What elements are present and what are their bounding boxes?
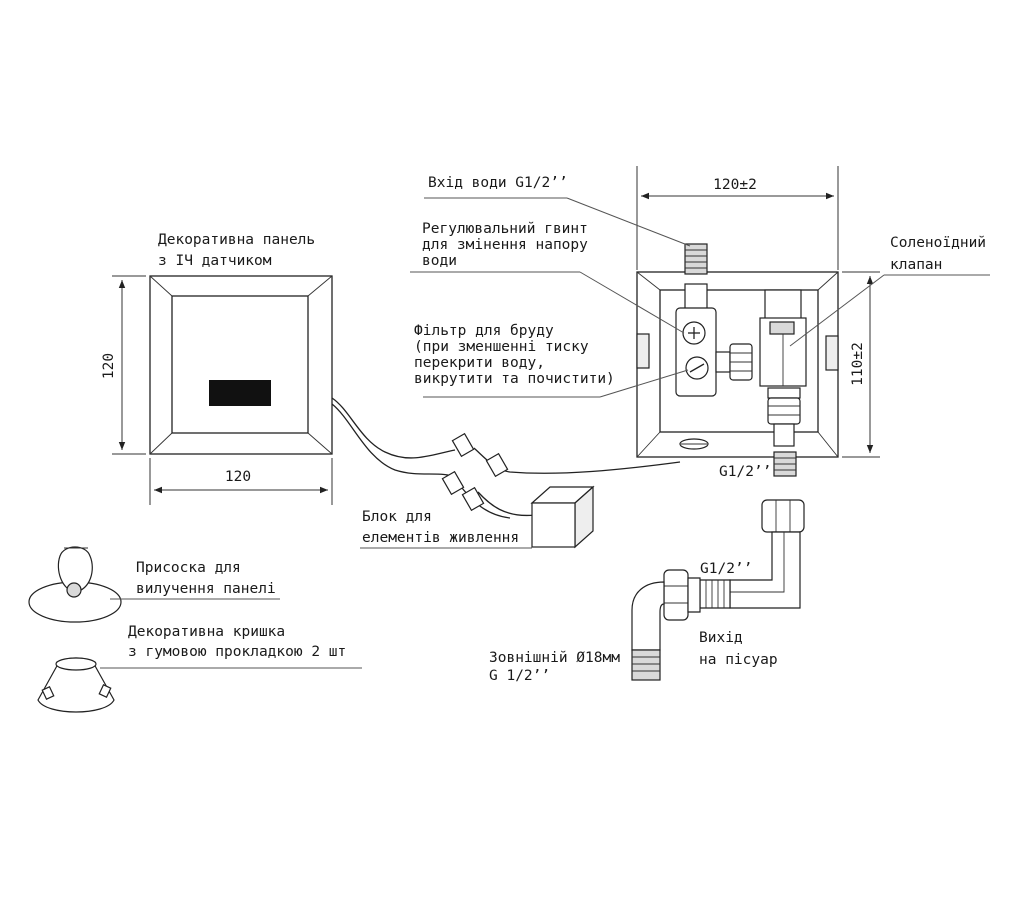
panel-height-label: 120	[101, 353, 117, 379]
solenoid-valve	[759, 289, 807, 447]
panel-label-line2: з ІЧ датчиком	[158, 253, 272, 269]
panel-width-dimension: 120	[149, 458, 333, 505]
panel-label-line1: Декоративна панель	[158, 232, 315, 248]
cap-label-line2: з гумовою прокладкою 2 шт	[128, 644, 346, 660]
panel-width-label: 120	[225, 469, 251, 485]
suction-label-line1: Присоска для	[136, 560, 241, 576]
box-height-label: 110±2	[850, 342, 866, 386]
wire-connector-1	[451, 432, 475, 458]
solenoid-label-line1: Соленоїдний	[890, 235, 986, 251]
battery-label-line1: Блок для	[362, 509, 432, 525]
outlet-label-line1: Вихід	[699, 630, 743, 646]
elbow-thread-label: G1/2’’	[700, 561, 752, 577]
cap-label-line1: Декоративна кришка	[128, 624, 285, 640]
suction-cup	[28, 546, 122, 623]
filter-label-line1: Фільтр для бруду	[414, 323, 554, 339]
water-inlet-pipe	[684, 243, 708, 275]
decorative-cap	[37, 657, 115, 713]
valve-box	[636, 271, 839, 458]
outlet-pipe	[773, 451, 797, 477]
screw-label-line3: води	[422, 253, 457, 269]
box-width-label: 120±2	[713, 177, 757, 193]
filter-label-line4: викрутити та почистити)	[414, 371, 615, 387]
solenoid-label-line2: клапан	[890, 257, 942, 273]
filter-label-line2: (при зменшенні тиску	[414, 339, 589, 355]
wire-connector-3	[441, 470, 465, 496]
ir-sensor-window	[209, 380, 271, 406]
external-label-line1: Зовнішній Ø18мм	[489, 650, 620, 666]
battery-label-line2: елементів живлення	[362, 530, 519, 546]
wire-connector-2	[485, 452, 509, 478]
water-inlet-label: Вхід води G1/2’’	[428, 175, 568, 191]
outlet-elbow-fitting	[729, 499, 805, 609]
outlet-label-line2: на пісуар	[699, 652, 778, 668]
box-width-dimension: 120±2	[636, 166, 839, 270]
ir-sensor-panel	[149, 275, 333, 455]
box-height-dimension: 110±2	[842, 271, 880, 458]
outlet-thread-label: G1/2’’	[719, 464, 771, 480]
adjust-screw-and-filter	[675, 283, 717, 397]
wire-connector-4	[461, 486, 485, 512]
panel-height-dimension: 120	[101, 275, 146, 455]
filter-label-line3: перекрити воду,	[414, 355, 545, 371]
urinal-elbow-fitting	[631, 569, 731, 681]
battery-unit	[530, 485, 595, 549]
suction-label-line2: вилучення панелі	[136, 581, 276, 597]
sensor-wires	[331, 397, 681, 519]
screw-label-line2: для змінення напору	[422, 237, 588, 253]
external-label-line2: G 1/2’’	[489, 668, 550, 684]
screw-label-line1: Регулювальний гвинт	[422, 221, 588, 237]
connector-fitting	[715, 343, 753, 381]
